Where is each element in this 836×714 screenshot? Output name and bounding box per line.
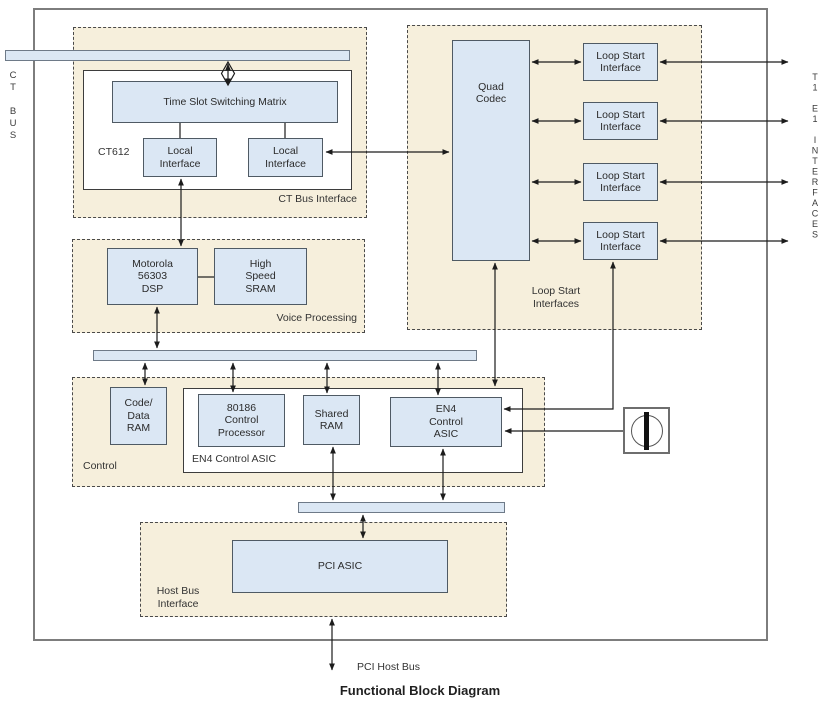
- block-loop-start-interface-4: Loop Start Interface: [583, 222, 658, 260]
- block-loop-start-interface-2: Loop Start Interface: [583, 102, 658, 140]
- region-label-control: Control: [83, 460, 117, 472]
- local-bus-bar: [93, 350, 477, 361]
- block-shared-ram: Shared RAM: [303, 395, 360, 445]
- t1-e1-interfaces-side-label: T1 E1 INTERFACES: [810, 72, 820, 240]
- block-pci-asic: PCI ASIC: [232, 540, 448, 593]
- block-label: Code/ Data RAM: [124, 397, 153, 435]
- board-outline: [33, 8, 768, 641]
- crystal-oscillator-icon: [623, 407, 670, 454]
- diagram-caption: Functional Block Diagram: [339, 683, 501, 698]
- oscillator-bar: [644, 411, 649, 450]
- ct-bus-bar: [5, 50, 350, 61]
- host-bus-bar: [298, 502, 505, 513]
- block-local-interface-right: Local Interface: [248, 138, 323, 177]
- block-local-interface-left: Local Interface: [143, 138, 217, 177]
- block-label: Loop Start Interface: [596, 228, 645, 253]
- ct-bus-side-label: CT BUS: [7, 70, 19, 142]
- block-label: High Speed SRAM: [245, 257, 276, 295]
- block-time-slot-switching-matrix: Time Slot Switching Matrix: [112, 81, 338, 123]
- block-quad-codec: Quad Codec: [452, 40, 530, 261]
- block-label: Quad Codec: [475, 81, 507, 106]
- block-label: Loop Start Interface: [596, 49, 645, 74]
- block-high-speed-sram: High Speed SRAM: [214, 248, 307, 305]
- pci-host-bus-label: PCI Host Bus: [357, 661, 421, 673]
- region-label-host-bus-interface: Host Bus Interface: [156, 585, 200, 610]
- block-80186-control-processor: 80186 Control Processor: [198, 394, 285, 447]
- block-loop-start-interface-1: Loop Start Interface: [583, 43, 658, 81]
- group-label-en4-control-asic: EN4 Control ASIC: [192, 453, 277, 465]
- block-label: PCI ASIC: [317, 560, 363, 573]
- block-label: 80186 Control Processor: [217, 401, 266, 439]
- block-code-data-ram: Code/ Data RAM: [110, 387, 167, 445]
- block-label: Local Interface: [265, 145, 306, 170]
- block-label: Time Slot Switching Matrix: [163, 95, 287, 108]
- block-label: Loop Start Interface: [596, 169, 645, 194]
- block-label: Motorola 56303 DSP: [132, 257, 173, 295]
- block-loop-start-interface-3: Loop Start Interface: [583, 163, 658, 201]
- block-label: EN4 Control ASIC: [429, 403, 463, 441]
- block-dsp: Motorola 56303 DSP: [107, 248, 198, 305]
- block-label: Shared RAM: [314, 407, 349, 432]
- region-label-loop-start-interfaces: Loop Start Interfaces: [531, 285, 581, 310]
- region-label-voice-processing: Voice Processing: [276, 312, 357, 324]
- block-label: Loop Start Interface: [596, 108, 645, 133]
- chip-label-ct612: CT612: [98, 146, 130, 158]
- block-en4-control-asic: EN4 Control ASIC: [390, 397, 502, 447]
- block-label: Local Interface: [159, 145, 201, 170]
- region-label-ct-bus-interface: CT Bus Interface: [278, 193, 357, 205]
